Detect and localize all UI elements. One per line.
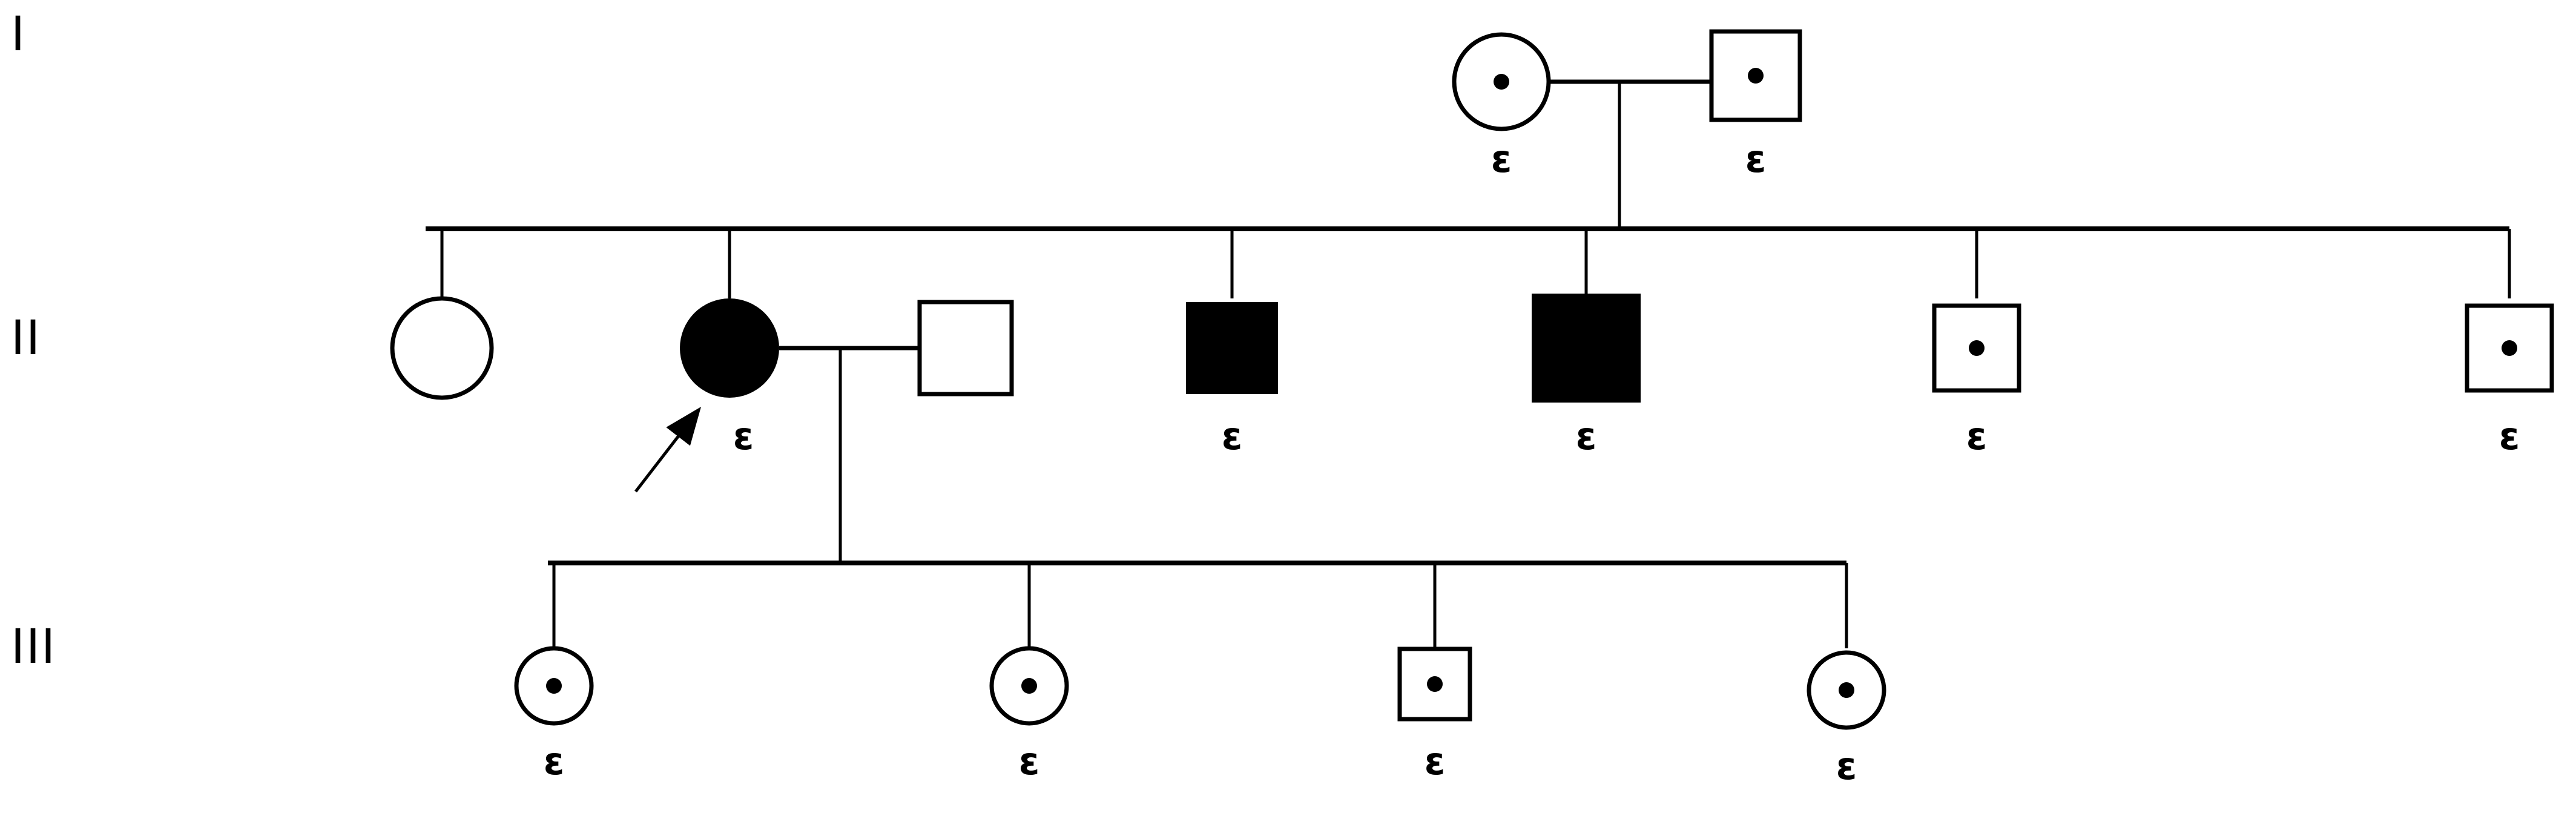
proband-arrow-icon — [634, 407, 701, 493]
individual-II-4[interactable] — [1186, 302, 1278, 394]
allele-label-III-4: ε — [1836, 744, 1857, 788]
carrier-dot-icon — [1021, 678, 1037, 694]
proband-arrow-layer — [634, 407, 701, 493]
carrier-dot-icon — [1839, 682, 1854, 698]
allele-label-III-1: ε — [543, 739, 565, 783]
individual-I-1[interactable] — [1452, 32, 1551, 131]
individual-I-2[interactable] — [1709, 29, 1802, 122]
connector-layer — [426, 79, 2511, 648]
carrier-dot-icon — [1494, 74, 1509, 90]
individual-II-3[interactable] — [917, 300, 1014, 396]
individual-II-7[interactable] — [2465, 303, 2554, 393]
allele-label-II-4: ε — [1221, 414, 1243, 458]
symbol-circle-unaffected[interactable] — [390, 296, 494, 400]
individual-III-4[interactable] — [1807, 650, 1886, 730]
proband-arrow-head — [666, 407, 701, 446]
symbol-square-affected[interactable] — [1532, 294, 1641, 403]
individual-III-2[interactable] — [989, 646, 1069, 726]
individual-II-1[interactable] — [390, 296, 494, 400]
allele-label-III-3: ε — [1424, 739, 1446, 783]
symbol-square-affected[interactable] — [1186, 302, 1278, 394]
allele-label-II-7: ε — [2499, 414, 2520, 458]
allele-label-I-2: ε — [1745, 137, 1767, 181]
symbol-layer — [390, 29, 2554, 730]
allele-label-II-6: ε — [1966, 414, 1988, 458]
allele-label-I-1: ε — [1491, 137, 1512, 181]
carrier-dot-icon — [1427, 676, 1443, 692]
carrier-dot-icon — [1748, 68, 1764, 84]
carrier-dot-icon — [2502, 340, 2517, 356]
allele-label-III-2: ε — [1018, 739, 1040, 783]
carrier-dot-icon — [546, 678, 562, 694]
generation-label-III: III — [11, 620, 57, 674]
individual-II-5[interactable] — [1532, 294, 1641, 403]
individual-II-2[interactable] — [680, 298, 779, 398]
individual-III-1[interactable] — [514, 646, 594, 726]
allele-label-II-5: ε — [1575, 414, 1597, 458]
individual-II-6[interactable] — [1932, 303, 2021, 393]
symbol-circle-affected[interactable] — [680, 298, 779, 398]
generation-label-I: I — [11, 7, 27, 62]
carrier-dot-icon — [1969, 340, 1985, 356]
allele-label-II-2: ε — [733, 414, 754, 458]
proband-arrow-shaft — [634, 430, 684, 493]
symbol-square-unaffected[interactable] — [917, 300, 1014, 396]
generation-label-II: II — [11, 311, 42, 366]
individual-III-3[interactable] — [1397, 647, 1472, 722]
